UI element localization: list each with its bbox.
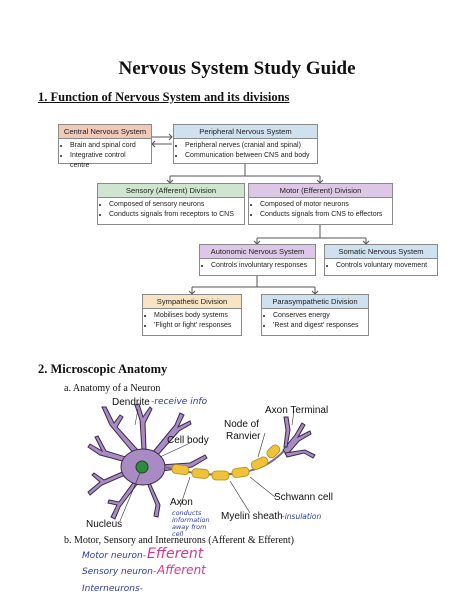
label-axon-terminal: Axon Terminal — [265, 405, 329, 416]
note-axon-line1: conducts — [172, 509, 202, 517]
cns-item: Brain and spinal cord — [70, 141, 147, 151]
motor-title: Motor (Efferent) Division — [249, 184, 392, 198]
pns-title: Peripheral Nervous System — [174, 125, 317, 139]
autonomic-box: Autonomic Nervous System Controls involu… — [199, 244, 316, 276]
sympathetic-box: Sympathetic Division Mobilises body syst… — [142, 294, 242, 336]
motor-box: Motor (Efferent) Division Composed of mo… — [248, 183, 393, 225]
note-interneurons: Interneurons- — [82, 584, 143, 594]
item-b: b. Motor, Sensory and Interneurons (Affe… — [64, 535, 294, 546]
page-title: Nervous System Study Guide — [118, 58, 356, 79]
label-dendrite: Dendrite — [112, 397, 150, 408]
note-myelin: -insulation — [282, 512, 322, 521]
label-nucleus: Nucleus — [86, 519, 123, 530]
note-dendrite: -receive info — [151, 397, 208, 407]
sympathetic-item: 'Flight or fight' responses — [154, 321, 237, 331]
pns-box: Peripheral Nervous System Peripheral ner… — [173, 124, 318, 164]
note-axon-line2: information — [172, 516, 210, 524]
note-motor: Motor neuron- — [82, 551, 146, 561]
label-axon: Axon — [170, 497, 193, 508]
autonomic-title: Autonomic Nervous System — [200, 245, 315, 259]
label-schwann: Schwann cell — [274, 492, 333, 503]
nucleus-shape — [135, 460, 149, 474]
neuron-illustration — [87, 403, 316, 522]
label-myelin: Myelin sheath — [221, 511, 283, 522]
label-cell-body: Cell body — [167, 435, 209, 446]
note-sensory: Sensory neuron- — [82, 567, 157, 577]
sensory-item: Conducts signals from receptors to CNS — [109, 210, 240, 220]
motor-item: Composed of motor neurons — [260, 200, 388, 210]
note-axon-line4: cell — [172, 530, 184, 538]
somatic-box: Somatic Nervous System Controls voluntar… — [324, 244, 438, 276]
sympathetic-item: Mobilises body systems — [154, 311, 237, 321]
item-a: a. Anatomy of a Neuron — [64, 383, 161, 394]
autonomic-item: Controls involuntary responses — [211, 261, 311, 271]
note-axon: conducts information away from cell — [172, 510, 210, 538]
motor-item: Conducts signals from CNS to effectors — [260, 210, 388, 220]
sensory-box: Sensory (Afferent) Division Composed of … — [97, 183, 245, 225]
section-2-heading: 2. Microscopic Anatomy — [38, 362, 168, 376]
somatic-title: Somatic Nervous System — [325, 245, 437, 259]
note-sensory-answer: Afferent — [157, 563, 206, 577]
note-motor-answer: Efferent — [147, 546, 204, 562]
cns-box: Central Nervous System Brain and spinal … — [58, 124, 152, 169]
sensory-title: Sensory (Afferent) Division — [98, 184, 244, 198]
parasympathetic-box: Parasympathetic Division Conserves energ… — [261, 294, 369, 336]
sensory-item: Composed of sensory neurons — [109, 200, 240, 210]
label-ranvier: Ranvier — [226, 431, 261, 442]
cns-title: Central Nervous System — [59, 125, 151, 139]
cns-item: Integrative control centre — [70, 151, 147, 171]
note-axon-line3: away from — [172, 523, 207, 531]
parasympathetic-title: Parasympathetic Division — [262, 295, 368, 309]
somatic-item: Controls voluntary movement — [336, 261, 433, 271]
section-1-heading: 1. Function of Nervous System and its di… — [38, 90, 290, 104]
pns-item: Peripheral nerves (cranial and spinal) — [185, 141, 313, 151]
parasympathetic-item: Conserves energy — [273, 311, 364, 321]
pns-item: Communication between CNS and body — [185, 151, 313, 161]
parasympathetic-item: 'Rest and digest' responses — [273, 321, 364, 331]
sympathetic-title: Sympathetic Division — [143, 295, 241, 309]
label-node: Node of — [224, 419, 260, 430]
